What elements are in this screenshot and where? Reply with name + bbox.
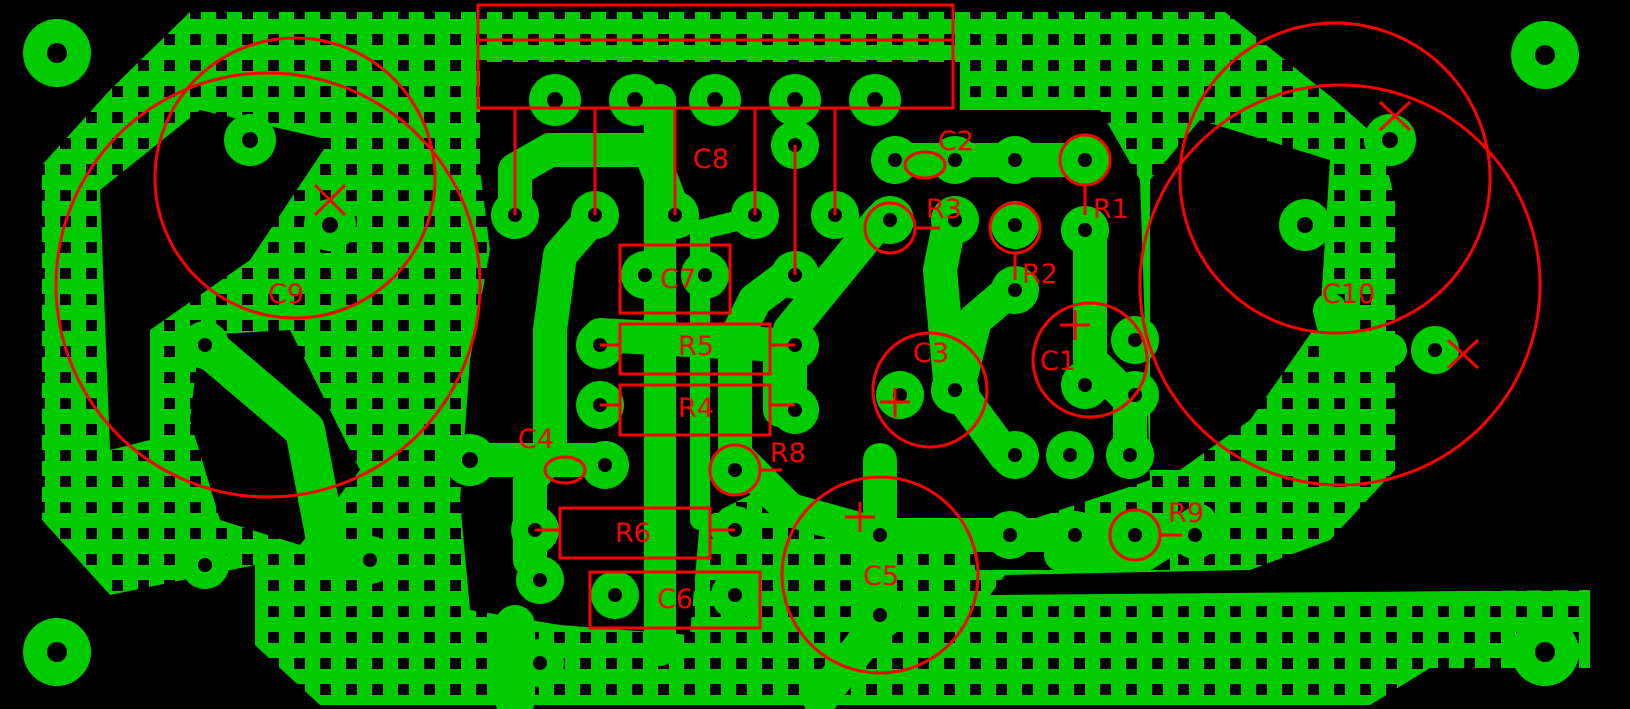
mounting-hole [1511,618,1579,686]
label-c8: C8 [693,144,729,175]
label-c4: C4 [518,424,554,455]
mounting-hole [23,19,91,87]
label-r8: R8 [770,438,806,469]
label-r3: R3 [926,194,962,225]
label-c1: C1 [1040,346,1076,377]
label-c2: C2 [938,126,974,157]
label-r4: R4 [678,393,714,424]
label-r1: R1 [1093,194,1129,225]
label-c5: C5 [863,561,899,592]
drill-holes [198,92,1442,670]
label-c9: C9 [268,279,304,310]
silkscreen [54,3,1542,675]
label-c3: C3 [913,338,949,369]
label-c10: C10 [1322,279,1375,310]
label-r9: R9 [1168,498,1204,529]
mounting-holes [23,19,1579,686]
label-c7: C7 [660,264,696,295]
label-r2: R2 [1022,259,1058,290]
component-labels: C8 C2 R3 R1 R2 C9 C10 C7 R5 C3 C1 R4 C4 … [268,126,1375,615]
label-r5: R5 [678,331,714,362]
mounting-hole [23,618,91,686]
label-r6: R6 [615,518,651,549]
label-c6: C6 [657,584,693,615]
mounting-hole [1511,21,1579,89]
